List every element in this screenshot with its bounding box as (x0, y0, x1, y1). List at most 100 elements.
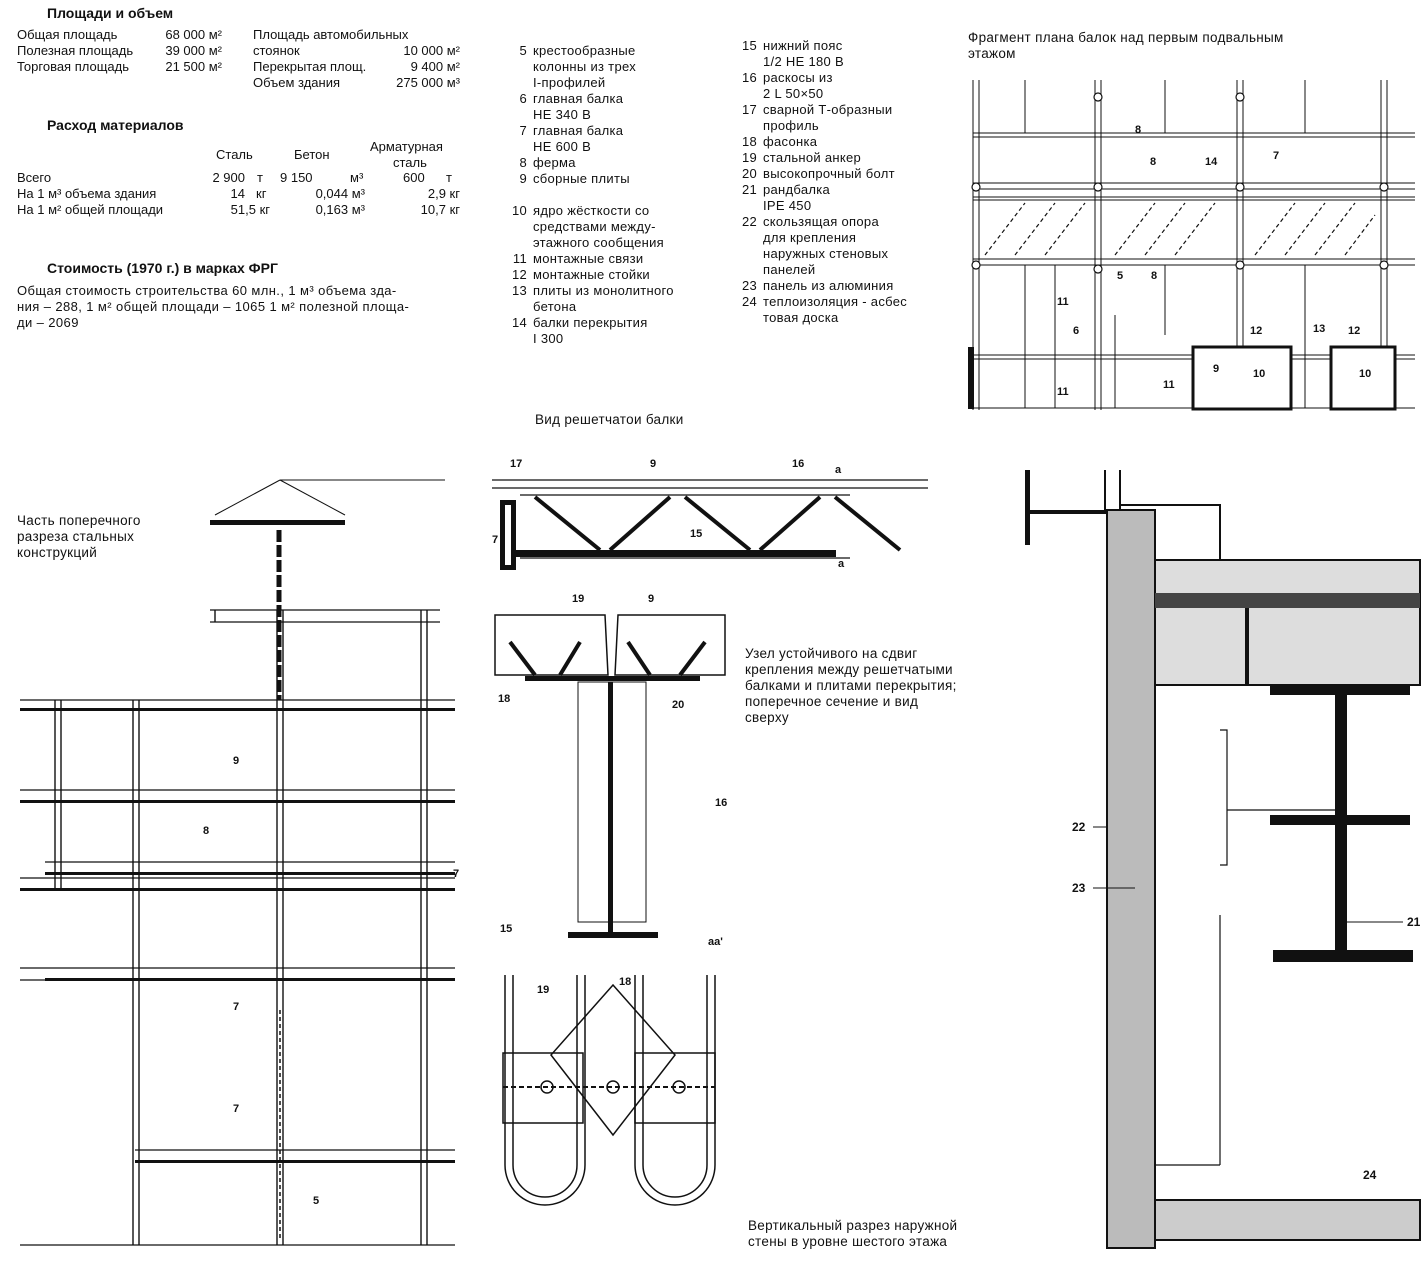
truss-caption: Вид решетчатои балки (535, 412, 684, 427)
node-mark: 20 (672, 699, 684, 711)
legend-number: 12 (511, 267, 527, 282)
row-label: На 1 м³ объема здания (17, 186, 157, 201)
row-steel: 14 (230, 186, 245, 201)
truss-mark: 17 (510, 458, 522, 470)
section-mark: 7 (233, 1103, 239, 1115)
legend-line: сборные плиты (533, 171, 630, 186)
legend-line: профиль (763, 118, 819, 133)
legend-line: главная балка (533, 91, 624, 106)
cost-text-1: Общая стоимость строительства 60 млн., 1… (17, 283, 397, 298)
plan-mark: 5 (1117, 270, 1123, 282)
truss-mark: a (835, 464, 842, 476)
node-mark: 9 (648, 593, 654, 605)
row-concrete: 0,163 м³ (315, 202, 365, 217)
section-mark: 7 (453, 868, 459, 880)
row-rebar: 10,7 кг (420, 202, 460, 217)
legend-line: наружных стеновых (763, 246, 889, 261)
legend-line: высокопрочный болт (763, 166, 895, 181)
section-mark: 7 (233, 1001, 239, 1013)
plan-mark: 12 (1250, 325, 1262, 337)
plan-mark: 10 (1253, 368, 1265, 380)
volume-value: 275 000 м³ (396, 75, 460, 90)
section-mark: 5 (313, 1195, 319, 1207)
covered-value: 9 400 м² (410, 59, 460, 74)
legend-line: HE 600 B (533, 139, 592, 154)
node-mark: 18 (498, 693, 510, 705)
legend-line: плиты из монолитного (533, 283, 674, 298)
row-label: Всего (17, 170, 52, 185)
legend-line: нижний пояс (763, 38, 843, 53)
volume-label: Объем здания (253, 75, 341, 90)
node-plan-mark: 18 (619, 976, 631, 988)
row-label: На 1 м² общей площади (17, 202, 164, 217)
plan-mark: 6 (1073, 325, 1079, 337)
legend-line: монтажные связи (533, 251, 644, 266)
plan-mark: 14 (1205, 156, 1218, 168)
wall-caption-2: стены в уровне шестого этажа (748, 1234, 948, 1249)
node-mark: 19 (572, 593, 584, 605)
area-label: Общая площадь (17, 27, 118, 42)
truss-mark: 9 (650, 458, 656, 470)
area-value: 68 000 м² (165, 27, 222, 42)
legend-number: 14 (511, 315, 527, 330)
legend-line: панель из алюминия (763, 278, 894, 293)
parking-label-2: стоянок (253, 43, 300, 58)
plan-mark: 11 (1057, 386, 1069, 398)
legend-line: ферма (533, 155, 576, 170)
node-mark: 16 (715, 797, 727, 809)
wall-mark: 24 (1363, 1168, 1377, 1182)
row-steel-unit: т (257, 170, 263, 185)
area-label: Торговая площадь (17, 59, 129, 74)
materials-title: Расход материалов (47, 117, 184, 133)
legend-number: 6 (519, 91, 527, 106)
legend-line: 2 L 50×50 (763, 86, 824, 101)
legend-line: главная балка (533, 123, 624, 138)
legend-number: 7 (519, 123, 527, 138)
section-caption-3: конструкций (17, 545, 98, 560)
wall-mark: 22 (1072, 820, 1086, 834)
wall-mark: 23 (1072, 881, 1086, 895)
legend-line: I-профилей (533, 75, 606, 90)
node-caption-3: балками и плитами перекрытия; (745, 678, 957, 693)
node-plan-drawing: 18 19 (502, 975, 716, 1206)
legend-number: 16 (741, 70, 757, 85)
row-concrete: 0,044 м³ (315, 186, 365, 201)
legend-line: сварной Т-образныи (763, 102, 893, 117)
truss-view-drawing: 17 9 16 a 7 15 a (492, 458, 928, 570)
col-rebar-2: сталь (393, 155, 427, 170)
node-section-drawing: 19 9 18 20 16 15 aa' (494, 593, 727, 948)
node-caption-2: крепления между решетчатыми (745, 662, 953, 677)
legend-item: 12 монтажные стойки (505, 267, 650, 283)
plan-mark: 11 (1163, 379, 1175, 391)
plan-mark: 8 (1151, 270, 1157, 282)
row-concrete: 9 150 (280, 170, 313, 185)
legend-number: 23 (741, 278, 757, 293)
wall-mark: 21 (1407, 915, 1421, 929)
cross-section-drawing: 9 8 7 7 7 5 (20, 479, 459, 1246)
col-concrete: Бетон (294, 147, 330, 162)
truss-mark: a (838, 558, 845, 570)
cost-text-3: ди – 2069 (17, 315, 79, 330)
legend-line: монтажные стойки (533, 267, 650, 282)
legend-number: 13 (511, 283, 527, 298)
areas-title: Площади и объем (47, 5, 174, 21)
legend-number: 10 (511, 203, 527, 218)
plan-mark: 10 (1359, 368, 1371, 380)
legend-number: 18 (741, 134, 757, 149)
col-steel: Сталь (216, 147, 253, 162)
section-mark: 8 (203, 825, 209, 837)
row-rebar: 2,9 кг (427, 186, 460, 201)
plan-mark: 12 (1348, 325, 1360, 337)
